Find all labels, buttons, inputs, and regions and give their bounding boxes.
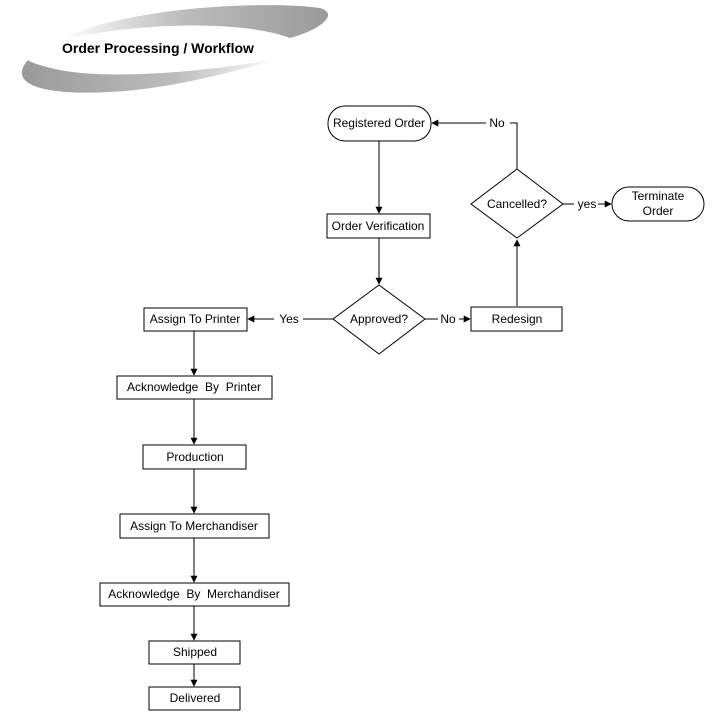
node-shipped-label: Shipped: [173, 645, 217, 659]
node-cancelled: Cancelled?: [470, 168, 564, 239]
node-terminate-order: Terminate Order: [611, 186, 705, 222]
node-order-verification-label: Order Verification: [332, 219, 425, 233]
edges: [190, 119, 612, 687]
edge-label-approved-no: No: [440, 312, 456, 326]
node-acknowledge-by-merchandiser: Acknowledge By Merchandiser: [99, 582, 290, 607]
node-registered-order: Registered Order: [327, 105, 432, 142]
node-shipped: Shipped: [148, 640, 241, 665]
node-production-label: Production: [166, 450, 223, 464]
node-acknowledge-by-merchandiser-label: Acknowledge By Merchandiser: [108, 587, 279, 601]
node-terminate-order-label-1: Terminate: [632, 189, 685, 203]
node-approved-label: Approved?: [350, 312, 408, 326]
node-terminate-order-label-2: Order: [643, 204, 674, 218]
node-approved: Approved?: [332, 284, 426, 355]
node-assign-to-printer: Assign To Printer: [143, 307, 248, 332]
node-order-verification: Order Verification: [326, 213, 431, 239]
node-cancelled-label: Cancelled?: [487, 197, 547, 211]
page-title: Order Processing / Workflow: [62, 40, 254, 56]
node-assign-to-printer-label: Assign To Printer: [150, 312, 241, 326]
banner-swoosh-bottom: [21, 58, 281, 93]
edge-label-cancelled-yes: yes: [578, 197, 597, 211]
node-registered-order-label: Registered Order: [333, 116, 425, 130]
node-assign-to-merchandiser-label: Assign To Merchandiser: [130, 519, 258, 533]
node-production: Production: [142, 444, 247, 470]
node-acknowledge-by-printer: Acknowledge By Printer: [116, 375, 273, 400]
edge-label-cancelled-no: No: [489, 116, 505, 130]
edge-cancelled-no-a: [510, 122, 518, 169]
node-assign-to-merchandiser: Assign To Merchandiser: [119, 513, 270, 539]
banner-swoosh-top: [60, 5, 329, 40]
node-redesign: Redesign: [470, 306, 563, 332]
node-delivered: Delivered: [148, 686, 241, 711]
node-redesign-label: Redesign: [492, 312, 543, 326]
edge-label-approved-yes: Yes: [279, 312, 299, 326]
title-banner: Order Processing / Workflow: [21, 5, 329, 93]
node-delivered-label: Delivered: [170, 691, 221, 705]
node-acknowledge-by-printer-label: Acknowledge By Printer: [127, 380, 261, 394]
